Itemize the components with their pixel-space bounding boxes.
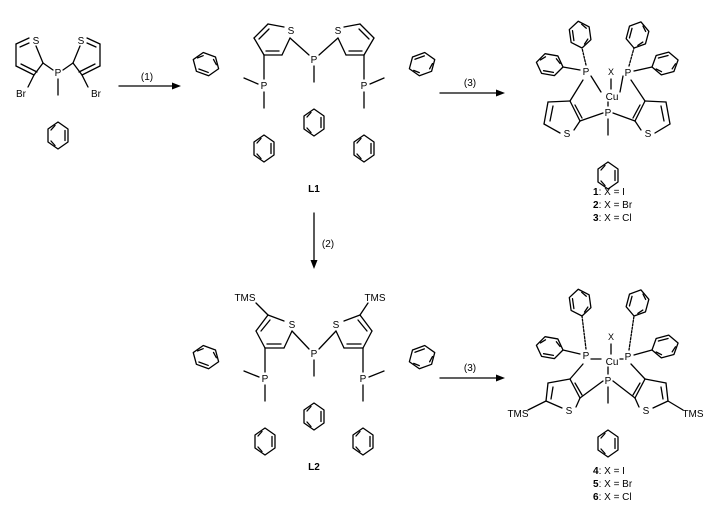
tms-group: TMS xyxy=(364,293,385,304)
phosphorus-atom: P xyxy=(262,374,269,385)
complex-label: 1: X = I xyxy=(593,187,625,198)
svg-text:(2): (2) xyxy=(322,239,334,250)
complex-label: 5: X = Br xyxy=(593,479,633,490)
phosphorus-atom: P xyxy=(583,351,590,362)
sulfur-atom: S xyxy=(566,406,573,417)
sulfur-atom: S xyxy=(643,406,650,417)
sulfur-atom: S xyxy=(333,320,340,331)
phosphorus-atom: P xyxy=(311,349,318,360)
sulfur-atom: S xyxy=(78,36,85,47)
halide-atom: X xyxy=(608,332,614,342)
sulfur-atom: S xyxy=(288,26,295,37)
copper-complex-top: X Cu P P P S S xyxy=(534,18,682,224)
complex-label: 2: X = Br xyxy=(593,200,633,211)
phosphorus-atom: P xyxy=(625,352,632,363)
copper-complex-bottom: X Cu P P P TMS S TMS S xyxy=(507,286,704,503)
bromine-atom: Br xyxy=(91,89,102,100)
arrow-step-2: (2) xyxy=(310,212,334,269)
phosphorus-atom: P xyxy=(261,81,268,92)
tms-group: TMS xyxy=(682,409,703,420)
phosphorus-atom: P xyxy=(55,68,62,79)
compound-label-L2: L2 xyxy=(308,462,320,473)
svg-text:(1): (1) xyxy=(141,72,153,83)
phosphorus-atom: P xyxy=(311,55,318,66)
starting-material: S Br S Br P xyxy=(15,36,102,150)
compound-label-L1: L1 xyxy=(308,184,320,195)
sulfur-atom: S xyxy=(645,129,652,140)
phosphorus-atom: P xyxy=(605,108,612,119)
sulfur-atom: S xyxy=(335,26,342,37)
complex-label: 4: X = I xyxy=(593,466,625,477)
phosphorus-atom: P xyxy=(625,68,632,79)
arrow-step-3-top: (3) xyxy=(439,78,505,97)
sulfur-atom: S xyxy=(33,36,40,47)
svg-text:(3): (3) xyxy=(464,78,476,89)
tms-group: TMS xyxy=(234,293,255,304)
phosphorus-atom: P xyxy=(605,376,612,387)
bromine-atom: Br xyxy=(16,89,27,100)
arrow-step-3-bottom: (3) xyxy=(439,363,505,382)
phosphorus-atom: P xyxy=(583,67,590,78)
tms-group: TMS xyxy=(507,409,528,420)
copper-atom: Cu xyxy=(606,92,619,103)
complex-label: 3: X = Cl xyxy=(593,213,632,224)
ligand-L1: S S P P P L1 xyxy=(189,23,439,195)
phosphorus-atom: P xyxy=(361,81,368,92)
arrow-step-1: (1) xyxy=(118,72,181,90)
halide-atom: X xyxy=(608,67,614,77)
copper-atom: Cu xyxy=(606,357,619,368)
svg-text:(3): (3) xyxy=(464,363,476,374)
ligand-L2: TMS TMS S S P P P xyxy=(189,293,439,473)
sulfur-atom: S xyxy=(289,320,296,331)
complex-label: 6: X = Cl xyxy=(593,492,632,503)
phosphorus-atom: P xyxy=(360,374,367,385)
sulfur-atom: S xyxy=(564,129,571,140)
